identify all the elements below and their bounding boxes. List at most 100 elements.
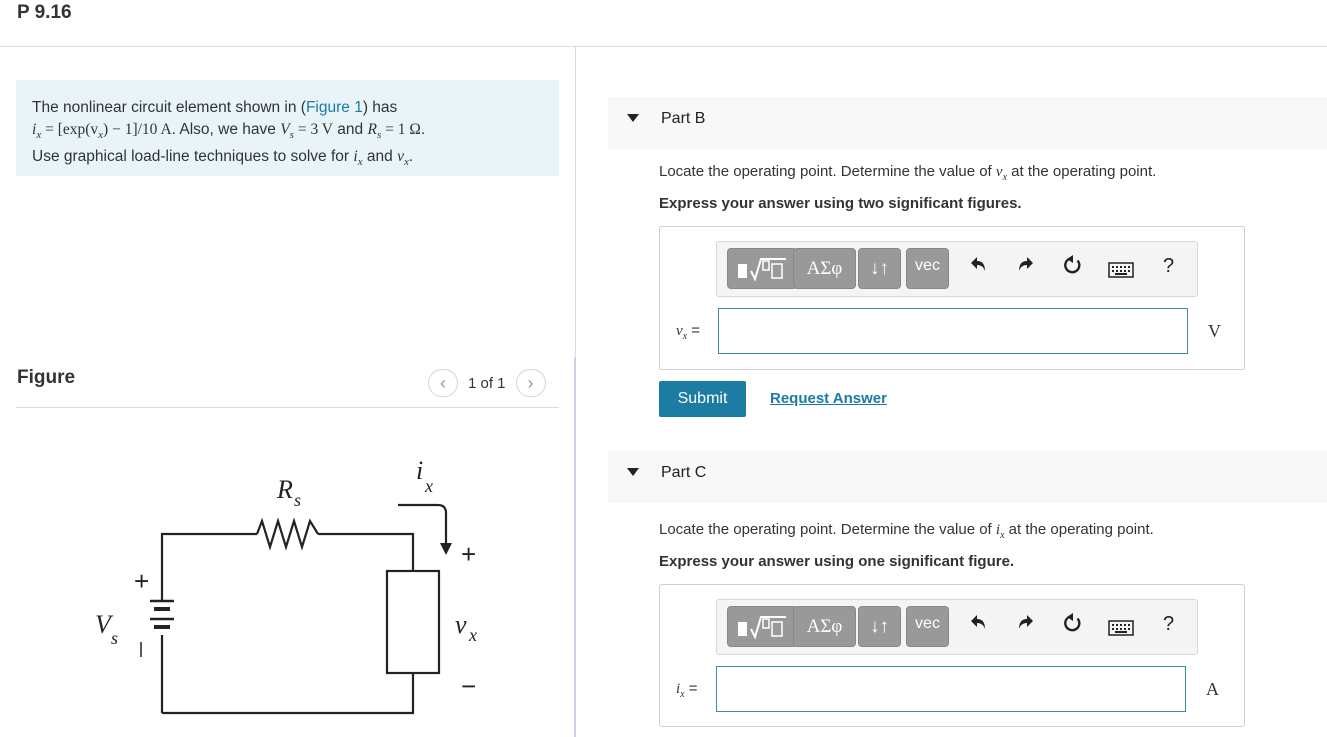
math-sub: x xyxy=(98,129,104,142)
label-rs: R xyxy=(276,475,293,504)
reset-icon[interactable] xyxy=(1062,612,1084,640)
subsup-icon[interactable]: ↓↑ xyxy=(858,248,901,289)
math-toolbar: ΑΣφ ↓↑ vec ? xyxy=(716,241,1198,297)
math-sub: x xyxy=(357,156,363,169)
problem-text: Use graphical load-line techniques to so… xyxy=(32,148,354,166)
var-symbol: v xyxy=(676,323,683,339)
math-sub: s xyxy=(376,129,382,142)
prompt-var: i xyxy=(995,522,1001,538)
prompt-text: Locate the operating point. Determine th… xyxy=(659,521,996,538)
vx-label: vx = xyxy=(676,322,700,342)
chevron-left-icon[interactable]: ‹ xyxy=(428,369,458,397)
figure-pager: ‹ 1 of 1 › xyxy=(428,369,546,397)
part-b-prompt: Locate the operating point. Determine th… xyxy=(659,163,1156,183)
part-c-header[interactable]: Part C xyxy=(608,451,1327,503)
request-answer-link[interactable]: Request Answer xyxy=(770,390,887,407)
reset-icon[interactable] xyxy=(1062,254,1084,282)
problem-text: and xyxy=(362,148,398,166)
prompt-text: at the operating point. xyxy=(1007,163,1157,180)
ix-answer-input[interactable] xyxy=(716,666,1186,712)
keyboard-icon[interactable] xyxy=(1108,258,1134,284)
prompt-sub: x xyxy=(1000,530,1005,541)
templates-icon[interactable] xyxy=(727,248,797,289)
label-rs-sub: s xyxy=(294,490,301,510)
undo-icon[interactable] xyxy=(969,254,989,280)
part-b-title: Part B xyxy=(661,110,706,127)
math-vs: V xyxy=(280,121,290,138)
unit-amps: A xyxy=(1206,679,1219,699)
math-sub: x xyxy=(36,129,42,142)
redo-icon[interactable] xyxy=(1015,612,1035,638)
part-c-answer-box: ΑΣφ ↓↑ vec ? ix = A xyxy=(659,584,1245,727)
ix-label: ix = xyxy=(676,680,698,700)
part-b-instruction: Express your answer using two significan… xyxy=(659,195,1022,212)
help-icon[interactable]: ? xyxy=(1163,255,1175,277)
label-ix-sub: x xyxy=(424,476,433,496)
var-sub: x xyxy=(682,331,688,342)
problem-text: . xyxy=(408,148,414,166)
problem-line-1: The nonlinear circuit element shown in (… xyxy=(32,97,543,119)
label-ix: i xyxy=(416,456,423,485)
figure-heading: Figure xyxy=(17,367,76,388)
problem-text: ) has xyxy=(362,99,398,116)
column-splitter[interactable] xyxy=(574,358,576,737)
problem-text: and xyxy=(332,121,368,138)
wire-left xyxy=(160,532,257,713)
arrow-head-icon xyxy=(440,543,452,555)
math-sub: s xyxy=(289,129,294,142)
equals-sign: = xyxy=(687,322,701,339)
redo-icon[interactable] xyxy=(1015,254,1035,280)
caret-down-icon xyxy=(627,114,639,122)
greek-icon[interactable]: ΑΣφ xyxy=(793,248,856,289)
math-eq: = [exp(v xyxy=(41,121,99,138)
circuit-diagram: R s i x V s v x + − + xyxy=(95,456,477,715)
greek-icon[interactable]: ΑΣφ xyxy=(793,606,856,647)
part-c-title: Part C xyxy=(661,464,707,481)
math-rs: R xyxy=(367,121,377,138)
pager-count: 1 of 1 xyxy=(468,374,506,392)
wire-top-right xyxy=(318,532,415,571)
math-value: = 3 V xyxy=(293,121,333,138)
part-c-prompt: Locate the operating point. Determine th… xyxy=(659,521,1154,541)
resistor-rs xyxy=(255,517,319,551)
math-vx: v xyxy=(397,148,404,166)
part-b-answer-box: ΑΣφ ↓↑ vec ? vx = V xyxy=(659,226,1245,370)
math-ix: i xyxy=(353,148,358,166)
var-symbol: i xyxy=(676,681,681,697)
part-b-header[interactable]: Part B xyxy=(608,97,1327,149)
figure-link[interactable]: Figure 1 xyxy=(305,99,363,116)
prompt-text: at the operating point. xyxy=(1004,521,1154,538)
help-icon[interactable]: ? xyxy=(1163,613,1175,635)
chevron-right-icon[interactable]: › xyxy=(515,369,546,397)
label-minus-vx: − xyxy=(461,671,476,701)
problem-line-2: ix = [exp(vx) − 1]/10 A. Also, we have V… xyxy=(32,119,543,146)
problem-text: . Also, we have xyxy=(171,121,281,138)
vec-icon[interactable]: vec xyxy=(906,606,949,647)
templates-icon[interactable] xyxy=(727,606,797,647)
header-divider xyxy=(0,46,1327,47)
keyboard-icon[interactable] xyxy=(1108,616,1134,642)
label-plus-vs: + xyxy=(134,566,149,596)
vx-answer-input[interactable] xyxy=(718,308,1188,354)
vec-icon[interactable]: vec xyxy=(906,248,949,289)
prompt-text: Locate the operating point. Determine th… xyxy=(659,163,996,180)
undo-icon[interactable] xyxy=(969,612,989,638)
nonlinear-element xyxy=(385,569,441,675)
part-c-instruction: Express your answer using one significan… xyxy=(659,553,1015,570)
submit-button[interactable]: Submit xyxy=(659,381,746,417)
problem-text: The nonlinear circuit element shown in ( xyxy=(32,99,306,116)
label-plus-vx: + xyxy=(461,539,476,569)
math-toolbar: ΑΣφ ↓↑ vec ? xyxy=(716,599,1198,655)
problem-text: . xyxy=(420,121,426,138)
figure-divider xyxy=(16,407,559,408)
math-value: = 1 Ω xyxy=(381,121,421,138)
prompt-var: v xyxy=(995,164,1003,180)
math-ix: i xyxy=(32,121,37,138)
label-vx: v xyxy=(455,610,467,639)
problem-line-3: Use graphical load-line techniques to so… xyxy=(32,146,543,173)
problem-statement: The nonlinear circuit element shown in (… xyxy=(16,80,559,176)
subsup-icon[interactable]: ↓↑ xyxy=(858,606,901,647)
page-title: P 9.16 xyxy=(17,2,72,23)
wire-bottom xyxy=(162,673,415,715)
label-vs: V xyxy=(95,610,114,639)
